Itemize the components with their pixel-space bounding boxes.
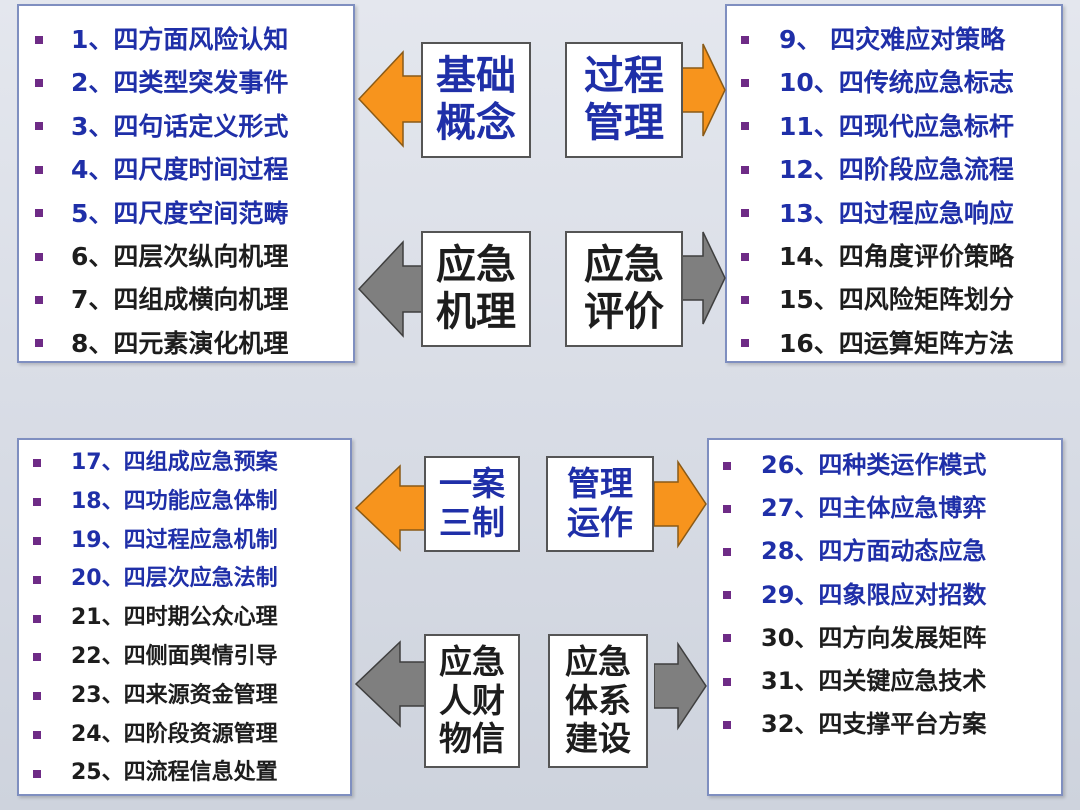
arrow-right-gray-top <box>681 231 726 325</box>
arrow-right-gray-bottom <box>654 641 707 731</box>
list-item: 17、四组成应急预案 <box>19 444 350 483</box>
panel-management-operation: 26、四种类运作模式 27、四主体应急博弈 28、四方面动态应急 29、四象限应… <box>707 438 1063 796</box>
list-item: 30、四方向发展矩阵 <box>709 617 1061 660</box>
box-one-plan-three-systems: 一案三制 <box>424 456 520 552</box>
list-item: 8、四元素演化机理 <box>19 322 353 365</box>
list-item: 32、四支撑平台方案 <box>709 703 1061 746</box>
box-process-management: 过程管理 <box>565 42 683 158</box>
list-item: 18、四功能应急体制 <box>19 483 350 522</box>
list-item: 28、四方面动态应急 <box>709 530 1061 573</box>
list-item: 23、四来源资金管理 <box>19 677 350 716</box>
arrow-left-orange-bottom <box>354 464 432 552</box>
list-item: 29、四象限应对招数 <box>709 574 1061 617</box>
list-item: 9、 四灾难应对策略 <box>727 18 1061 61</box>
box-emergency-evaluation: 应急评价 <box>565 231 683 347</box>
list-item: 6、四层次纵向机理 <box>19 235 353 278</box>
box-management-operation: 管理运作 <box>546 456 654 552</box>
arrow-left-gray-bottom <box>354 640 432 728</box>
list-item: 27、四主体应急博弈 <box>709 487 1061 530</box>
list-item: 20、四层次应急法制 <box>19 560 350 599</box>
list-item: 11、四现代应急标杆 <box>727 105 1061 148</box>
list-item: 14、四角度评价策略 <box>727 235 1061 278</box>
panel-one-plan-three-systems: 17、四组成应急预案 18、四功能应急体制 19、四过程应急机制 20、四层次应… <box>17 438 352 796</box>
list-item: 12、四阶段应急流程 <box>727 148 1061 191</box>
list-item: 7、四组成横向机理 <box>19 278 353 321</box>
list-item: 5、四尺度空间范畴 <box>19 192 353 235</box>
box-emergency-resources: 应急人财物信 <box>424 634 520 768</box>
list-item: 4、四尺度时间过程 <box>19 148 353 191</box>
list-item: 31、四关键应急技术 <box>709 660 1061 703</box>
arrow-right-orange-top <box>681 43 726 137</box>
list-item: 24、四阶段资源管理 <box>19 716 350 755</box>
box-emergency-mechanism: 应急机理 <box>421 231 531 347</box>
list-item: 1、四方面风险认知 <box>19 18 353 61</box>
box-basic-concept: 基础概念 <box>421 42 531 158</box>
list-item: 19、四过程应急机制 <box>19 522 350 561</box>
list-item: 3、四句话定义形式 <box>19 105 353 148</box>
list-item: 10、四传统应急标志 <box>727 61 1061 104</box>
list-item: 26、四种类运作模式 <box>709 444 1061 487</box>
list-item: 16、四运算矩阵方法 <box>727 322 1061 365</box>
panel-basic-concepts: 1、四方面风险认知 2、四类型突发事件 3、四句话定义形式 4、四尺度时间过程 … <box>17 4 355 363</box>
arrow-right-orange-bottom <box>654 459 707 549</box>
panel-process-management: 9、 四灾难应对策略 10、四传统应急标志 11、四现代应急标杆 12、四阶段应… <box>725 4 1063 363</box>
list-item: 13、四过程应急响应 <box>727 192 1061 235</box>
list-item: 2、四类型突发事件 <box>19 61 353 104</box>
list-item: 15、四风险矩阵划分 <box>727 278 1061 321</box>
box-emergency-system: 应急体系建设 <box>548 634 648 768</box>
list-item: 22、四侧面舆情引导 <box>19 638 350 677</box>
list-item: 25、四流程信息处置 <box>19 754 350 793</box>
list-item: 21、四时期公众心理 <box>19 599 350 638</box>
